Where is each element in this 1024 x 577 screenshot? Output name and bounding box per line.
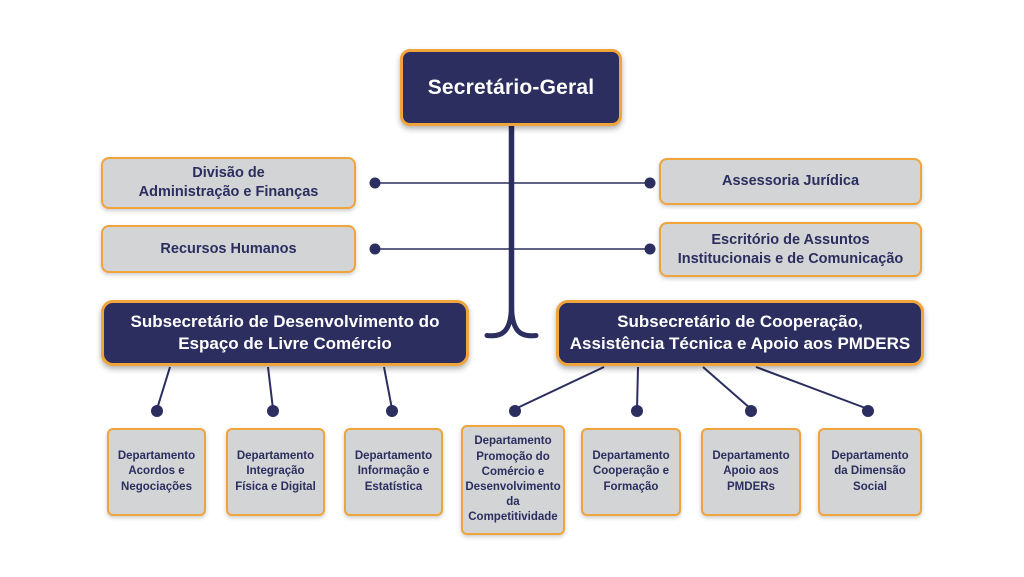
node-departamento-informacao-estatistica: Departamento Informação e Estatística (344, 428, 443, 516)
node-divisao-administracao-financas: Divisão de Administração e Finanças (101, 157, 356, 209)
node-departamento-apoio-pmders: Departamento Apoio aos PMDERs (701, 428, 801, 516)
node-departamento-promocao-comercio-competitividade: Departamento Promoção do Comércio e Dese… (461, 425, 565, 535)
node-recursos-humanos: Recursos Humanos (101, 225, 356, 273)
node-secretario-geral: Secretário-Geral (400, 49, 622, 126)
node-subsecretario-livre-comercio: Subsecretário de Desenvolvimento do Espa… (101, 300, 469, 366)
staff-connectors (375, 182, 650, 250)
node-assessoria-juridica: Assessoria Jurídica (659, 158, 922, 205)
node-departamento-integracao-fisica-digital: Departamento Integração Física e Digital (226, 428, 325, 516)
node-departamento-dimensao-social: Departamento da Dimensão Social (818, 428, 922, 516)
spine-connector (484, 119, 539, 339)
node-escritorio-assuntos-institucionais: Escritório de Assuntos Institucionais e … (659, 222, 922, 277)
department-connectors (156, 366, 869, 410)
node-subsecretario-cooperacao: Subsecretário de Cooperação, Assistência… (556, 300, 924, 366)
node-departamento-acordos-negociacoes: Departamento Acordos e Negociações (107, 428, 206, 516)
node-departamento-cooperacao-formacao: Departamento Cooperação e Formação (581, 428, 681, 516)
connector-dots (151, 177, 874, 417)
